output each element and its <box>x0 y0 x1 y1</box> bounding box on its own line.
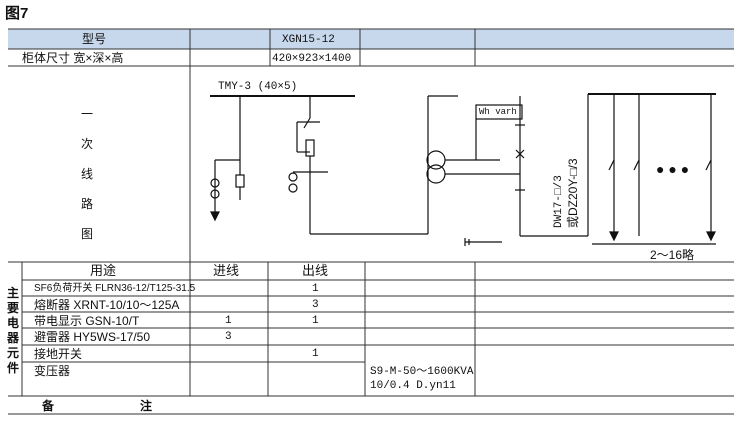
cabinet-size-value: 420×923×1400 <box>272 53 352 65</box>
header-row-shade <box>8 29 734 49</box>
fuse-symbol <box>305 139 315 157</box>
side-label-char: 电 <box>6 316 19 330</box>
model-label: 型号 <box>82 32 107 46</box>
more-branches-dots: ● ● ● <box>656 161 690 177</box>
component-use: SF6负荷开关 FLRN36-12/T125-31.5 <box>34 283 196 294</box>
figure-label: 图7 <box>5 5 29 22</box>
component-outgoing-qty: 3 <box>312 299 319 311</box>
component-incoming-qty: 3 <box>225 331 232 343</box>
component-use: 接地开关 <box>34 347 83 361</box>
breaker-label-primary: DW17-□/3 <box>553 175 565 228</box>
down-arrow-icon <box>210 211 220 222</box>
meter-label: Wh varh <box>479 107 517 117</box>
component-outgoing-qty: 1 <box>312 348 319 360</box>
component-use: 避雷器 HY5WS-17/50 <box>34 330 151 344</box>
component-incoming-qty: 1 <box>225 315 232 327</box>
indicator-symbol <box>210 178 220 188</box>
diagram-row-label: 一 次 线 路 图 <box>80 106 94 256</box>
component-outgoing-qty: 1 <box>312 315 319 327</box>
load-switch-symbol <box>303 117 311 129</box>
breaker-label-alternate: 或DZ20Y-□/3 <box>566 158 580 229</box>
side-label-char: 要 <box>6 301 19 315</box>
side-label-char: 元 <box>6 346 19 360</box>
component-use: 熔断器 XRNT-10/10～125A <box>34 298 180 312</box>
column-header-use: 用途 <box>90 263 117 278</box>
table-grid <box>8 28 734 415</box>
transformer-spec-model: S9-M-50～1600KVA <box>370 366 474 378</box>
component-use: 变压器 <box>34 364 71 378</box>
side-label-char: 主 <box>6 286 19 300</box>
busbar-label: TMY-3 (40×5) <box>218 81 298 93</box>
branch-note: 2～16略 <box>650 248 695 262</box>
diagram-label-char: 线 <box>80 167 93 181</box>
cabinet-size-label: 柜体尺寸 宽×深×高 <box>22 51 124 65</box>
transformer-spec-ratio: 10/0.4 D.yn11 <box>370 380 456 392</box>
component-outgoing-qty: 1 <box>312 283 319 295</box>
remarks-label-char: 备 <box>42 399 55 413</box>
column-header-incoming: 进线 <box>213 263 240 278</box>
single-line-diagram <box>210 93 716 246</box>
side-label-char: 器 <box>6 331 19 345</box>
remarks-label-char: 注 <box>140 399 153 413</box>
components-side-label: 主 要 电 器 元 件 <box>6 286 20 376</box>
side-label-char: 件 <box>6 361 19 375</box>
arrester-symbol <box>235 174 245 188</box>
column-header-outgoing: 出线 <box>302 263 329 278</box>
component-use: 带电显示 GSN-10/T <box>34 314 140 328</box>
diagram-label-char: 次 <box>80 137 93 151</box>
diagram-label-char: 一 <box>80 107 93 121</box>
diagram-label-char: 路 <box>80 197 93 211</box>
meter-box <box>475 104 523 120</box>
model-value: XGN15-12 <box>282 34 335 46</box>
transformer-symbol <box>426 150 446 170</box>
diagram-label-char: 图 <box>80 227 93 241</box>
